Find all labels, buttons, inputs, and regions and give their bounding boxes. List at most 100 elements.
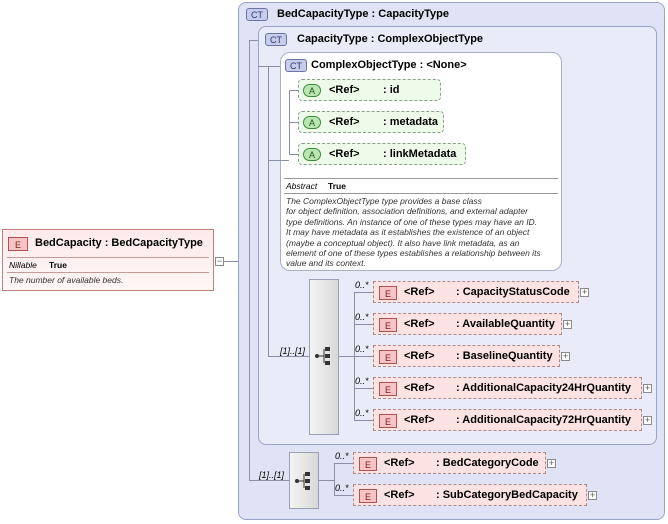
ref-label: <Ref>: [404, 382, 435, 394]
sequence-icon: [315, 347, 330, 365]
doc-line: for object definition, association defin…: [286, 206, 528, 217]
root-element-name: BedCapacity : BedCapacityType: [35, 237, 203, 249]
type-title-complexobjecttype: ComplexObjectType : <None>: [311, 59, 467, 71]
attribute-id[interactable]: A <Ref> : id: [298, 79, 441, 101]
collapse-toggle[interactable]: −: [215, 256, 224, 266]
doc-line: type definitions. An instance of one of …: [286, 216, 538, 227]
element-icon: E: [379, 318, 397, 332]
occurrence: 0..*: [355, 312, 369, 322]
element-baselinequantity[interactable]: E <Ref> : BaselineQuantity: [373, 345, 560, 367]
connector: [258, 66, 280, 67]
occurrence: 0..*: [355, 408, 369, 418]
element-icon: E: [379, 350, 397, 364]
attribute-metadata[interactable]: A <Ref> : metadata: [298, 111, 444, 133]
attribute-name: : metadata: [383, 116, 439, 128]
ref-label: <Ref>: [329, 148, 360, 160]
element-name: : SubCategoryBedCapacity: [436, 489, 578, 501]
type-title-bedcapacitytype: BedCapacityType : CapacityType: [277, 8, 449, 20]
occurrence: 0..*: [355, 376, 369, 386]
divider: [7, 257, 209, 258]
ref-label: <Ref>: [329, 116, 360, 128]
element-icon: E: [379, 286, 397, 300]
element-additionalcapacity24hrquantity[interactable]: E <Ref> : AdditionalCapacity24HrQuantity: [373, 377, 642, 399]
sequence-cardinality: [1]..[1]: [280, 346, 306, 356]
attribute-name: : id: [383, 84, 400, 96]
connector: [289, 122, 298, 123]
connector: [354, 324, 373, 325]
connector: [354, 388, 373, 389]
doc-line: It may have metadata as it establishes t…: [286, 227, 530, 238]
connector: [334, 463, 335, 495]
complex-type-icon: CT: [285, 59, 307, 72]
element-badge: E: [8, 237, 28, 251]
root-element-box[interactable]: E BedCapacity : BedCapacityType Nillable…: [2, 229, 214, 291]
complexobjecttype-documentation: The ComplexObjectType type provides a ba…: [286, 196, 558, 269]
sequence-compositor[interactable]: [289, 452, 319, 509]
abstract-value: True: [328, 181, 346, 191]
sequence-icon: [295, 472, 310, 490]
connector: [224, 261, 249, 262]
element-name: : AdditionalCapacity24HrQuantity: [456, 382, 632, 394]
connector: [339, 356, 354, 357]
attribute-icon: A: [303, 116, 321, 129]
element-availablequantity[interactable]: E <Ref> : AvailableQuantity: [373, 313, 562, 335]
ref-label: <Ref>: [404, 286, 435, 298]
connector: [289, 90, 298, 91]
element-capacitystatuscode[interactable]: E <Ref> : CapacityStatusCode: [373, 281, 579, 303]
element-icon: E: [379, 382, 397, 396]
sequence-compositor[interactable]: [309, 279, 339, 435]
element-icon: E: [359, 489, 377, 503]
connector: [334, 463, 353, 464]
ref-label: <Ref>: [329, 84, 360, 96]
divider: [284, 193, 558, 194]
complex-type-icon: CT: [265, 33, 287, 46]
occurrence: 0..*: [335, 483, 349, 493]
nillable-value: True: [49, 260, 67, 270]
connector: [319, 480, 334, 481]
divider: [7, 272, 209, 273]
element-icon: E: [379, 414, 397, 428]
ref-label: <Ref>: [404, 350, 435, 362]
divider: [284, 178, 558, 179]
element-bedcategorycode[interactable]: E <Ref> : BedCategoryCode: [353, 452, 546, 474]
doc-line: value and its context.: [286, 258, 366, 269]
attribute-icon: A: [303, 148, 321, 161]
doc-line: The ComplexObjectType type provides a ba…: [286, 196, 482, 206]
element-subcategorybedcapacity[interactable]: E <Ref> : SubCategoryBedCapacity: [353, 484, 587, 506]
expand-toggle[interactable]: +: [643, 383, 652, 393]
connector: [268, 160, 289, 161]
expand-toggle[interactable]: +: [561, 351, 570, 361]
doc-line: (maybe a conceptual object). It also hav…: [286, 237, 520, 248]
connector: [268, 356, 309, 357]
attribute-icon: A: [303, 84, 321, 97]
ref-label: <Ref>: [384, 457, 415, 469]
sequence-cardinality: [1]..[1]: [259, 470, 285, 480]
expand-toggle[interactable]: +: [580, 287, 589, 297]
element-name: : AvailableQuantity: [456, 318, 555, 330]
connector: [249, 40, 258, 41]
doc-line: element of one of these types establishe…: [286, 248, 541, 259]
complex-type-icon: CT: [246, 8, 268, 21]
type-title-capacitytype: CapacityType : ComplexObjectType: [297, 33, 484, 45]
root-documentation: The number of available beds.: [9, 275, 124, 285]
ref-label: <Ref>: [404, 318, 435, 330]
abstract-label: Abstract: [286, 181, 318, 191]
connector: [249, 480, 289, 481]
element-icon: E: [359, 457, 377, 471]
attribute-name: : linkMetadata: [383, 148, 457, 160]
occurrence: 0..*: [355, 344, 369, 354]
expand-toggle[interactable]: +: [563, 319, 572, 329]
connector: [354, 420, 373, 421]
expand-toggle[interactable]: +: [588, 490, 597, 500]
element-name: : BaselineQuantity: [456, 350, 553, 362]
nillable-label: Nillable: [9, 260, 37, 270]
connector: [354, 292, 373, 293]
connector: [334, 495, 353, 496]
expand-toggle[interactable]: +: [643, 415, 652, 425]
element-name: : AdditionalCapacity72HrQuantity: [456, 414, 632, 426]
element-additionalcapacity72hrquantity[interactable]: E <Ref> : AdditionalCapacity72HrQuantity: [373, 409, 642, 431]
expand-toggle[interactable]: +: [547, 458, 556, 468]
ref-label: <Ref>: [384, 489, 415, 501]
attribute-linkmetadata[interactable]: A <Ref> : linkMetadata: [298, 143, 466, 165]
element-name: : CapacityStatusCode: [456, 286, 570, 298]
